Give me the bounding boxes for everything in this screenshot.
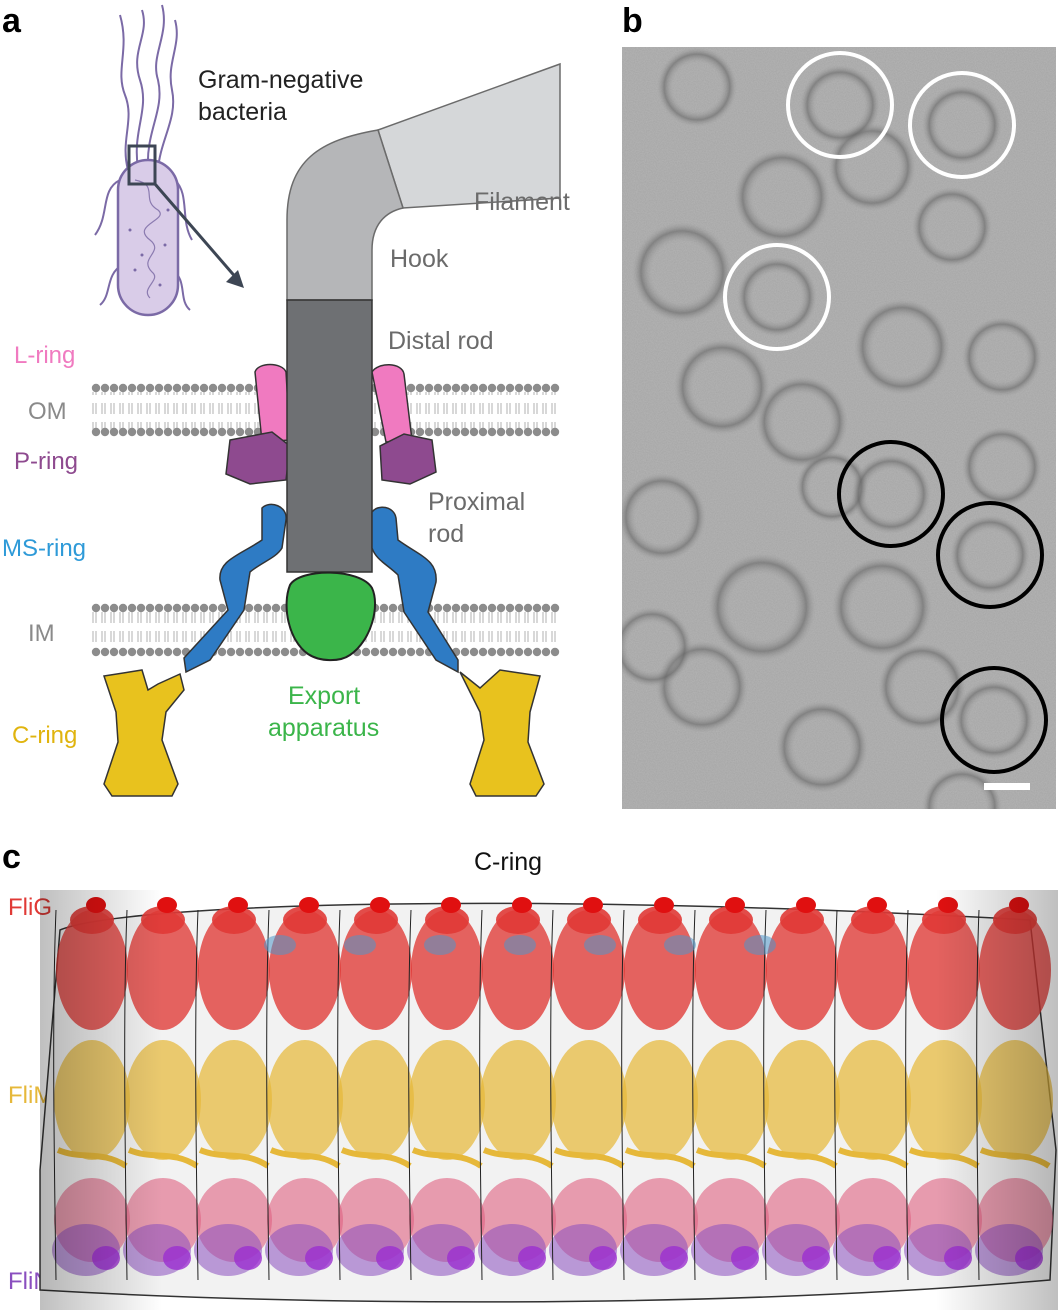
circle-black-2 — [936, 501, 1044, 609]
bacterium-body — [116, 158, 180, 317]
distal-rod-label: Distal rod — [388, 327, 494, 355]
c-ring-right — [459, 669, 545, 797]
zoom-arrow — [153, 183, 240, 281]
filament-label: Filament — [474, 188, 570, 216]
bacteria-label-line1: Gram-negative — [198, 66, 364, 94]
export-label-line1: Export — [288, 682, 361, 710]
circle-white-1 — [786, 51, 894, 159]
zoom-box — [127, 144, 157, 186]
zoom-arrow-head — [226, 270, 244, 288]
circle-white-3 — [723, 243, 831, 351]
c-ring-structure — [39, 890, 1058, 1310]
c-ring-left — [103, 669, 185, 797]
im-label: IM — [28, 620, 55, 647]
ms-ring-left — [183, 503, 287, 674]
l-ring-label: L-ring — [14, 342, 76, 369]
l-ring-right — [371, 364, 413, 443]
proximal-rod-label-line1: Proximal — [428, 488, 526, 516]
c-ring-title: C-ring — [474, 848, 543, 876]
particles — [622, 47, 1042, 809]
ms-ring-label: MS-ring — [2, 535, 87, 562]
filament — [377, 62, 561, 209]
l-ring-left — [254, 363, 291, 443]
circle-white-2 — [908, 71, 1016, 179]
circle-black-3 — [940, 666, 1048, 774]
cryo-em-micrograph — [622, 47, 1056, 809]
om-label: OM — [28, 398, 67, 425]
flagellar-motor-schematic — [91, 4, 561, 797]
bacteria-label-line2: bacteria — [198, 98, 287, 126]
c-ring-label: C-ring — [12, 722, 78, 749]
export-apparatus — [285, 571, 376, 662]
ms-ring-right — [371, 506, 459, 674]
bacterium-dots — [128, 208, 170, 287]
hook-label: Hook — [390, 245, 449, 273]
rod — [286, 299, 373, 573]
panel-letter-b: b — [622, 2, 643, 40]
hook — [286, 129, 404, 301]
p-ring-label: P-ring — [14, 448, 79, 475]
p-ring-right — [379, 433, 437, 485]
panel-letter-c: c — [2, 838, 21, 876]
circle-black-1 — [837, 440, 945, 548]
export-label-line2: apparatus — [268, 714, 380, 742]
scale-bar — [984, 783, 1030, 790]
proximal-rod-label-line2: rod — [428, 520, 465, 548]
p-ring-left — [225, 431, 291, 485]
panel-letter-a: a — [2, 2, 21, 40]
bacterium-nucleoid — [134, 179, 161, 299]
